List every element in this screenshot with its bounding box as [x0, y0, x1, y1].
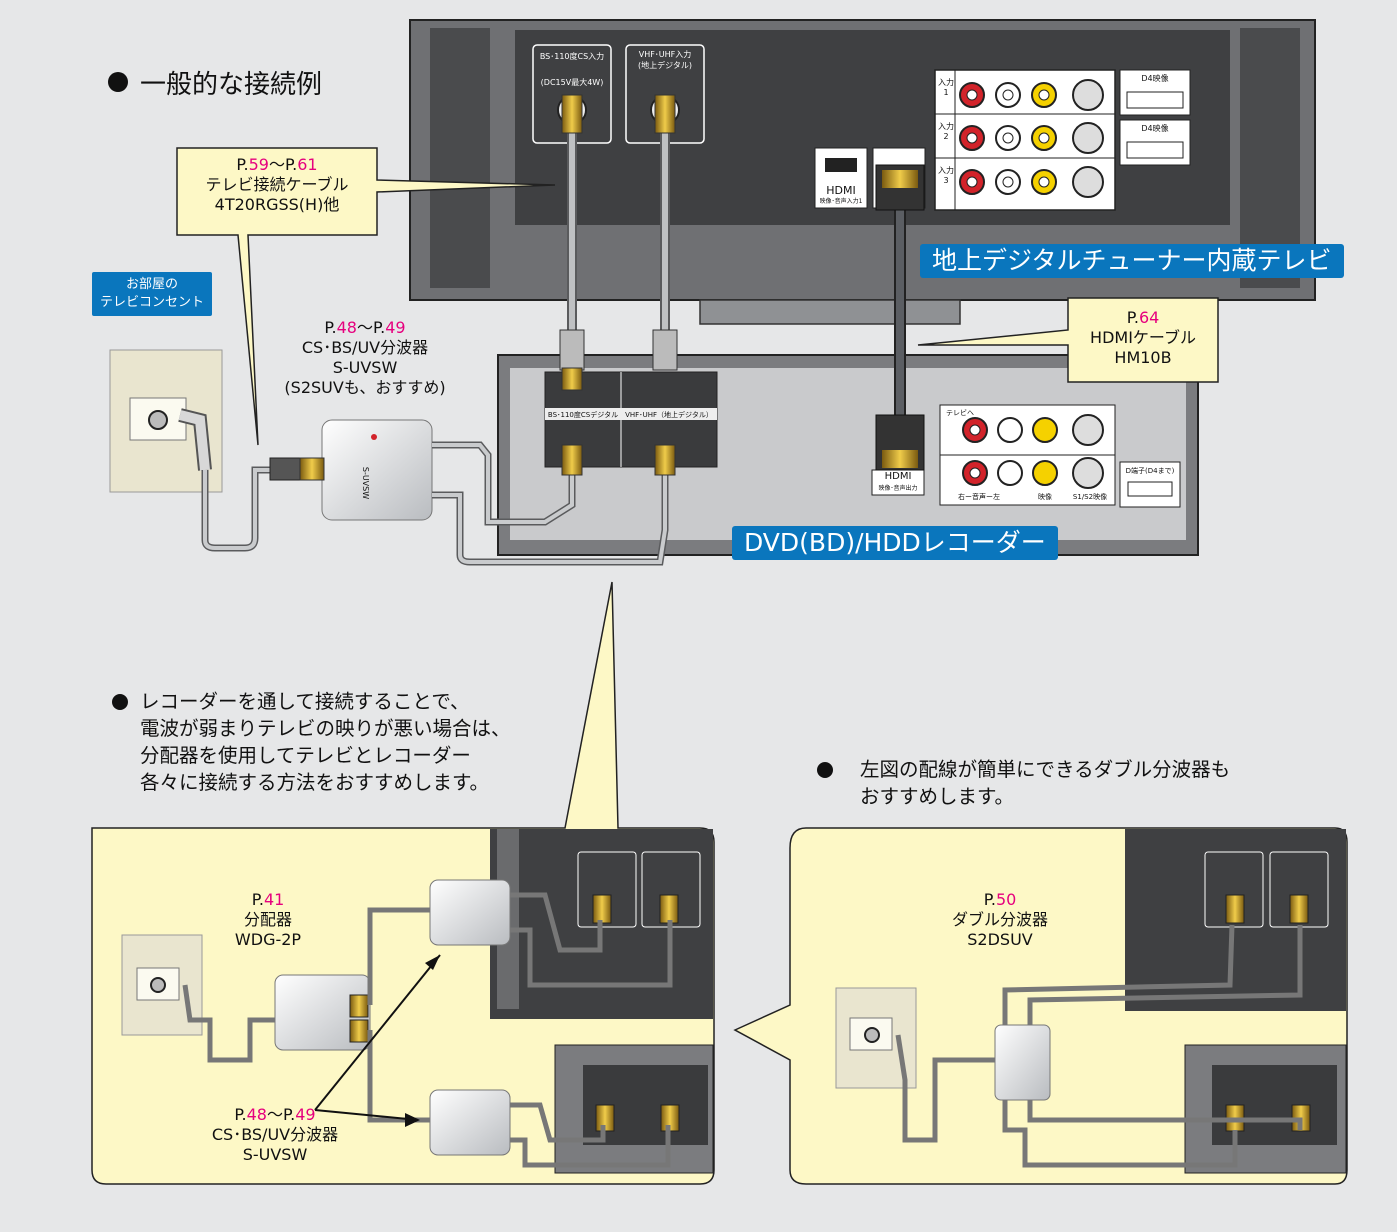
d-terminal-label: D端子(D4まで) [1125, 467, 1175, 475]
page-prefix: P. [236, 155, 249, 174]
page-number: 59 [248, 155, 269, 174]
recorder-body [497, 354, 1199, 556]
recorder-label: DVD(BD)/HDDレコーダー [732, 526, 1058, 560]
page-number: 50 [995, 890, 1017, 909]
note-right: 左図の配線が簡単にできるダブル分波器も おすすめします。 [860, 758, 1231, 808]
page-number: 48 [336, 318, 357, 337]
input2-label: 入力2 [938, 122, 954, 141]
product-note: (S2SUVも、おすすめ) [284, 378, 446, 397]
page-number: 61 [297, 155, 318, 174]
product-name: ダブル分波器 [951, 910, 1048, 929]
page-number: 48 [246, 1105, 267, 1124]
page-number: 41 [263, 890, 285, 909]
splitter-brand: S-UVSW [361, 466, 370, 500]
d4-label: D4映像 [1141, 74, 1169, 83]
rec-vhf-label: VHF･UHF（地上デジタル） [625, 411, 713, 419]
audio-label: 右ー音声ー左 [958, 493, 1000, 501]
hdmi-label: HDMI [884, 471, 912, 482]
callout-hdmi: P.64 HDMIケーブル HM10B [1068, 308, 1218, 368]
vhf-input-label: VHF･UHF入力 [638, 50, 692, 59]
tv-label: 地上デジタルチューナー内蔵テレビ [920, 244, 1344, 278]
vhf-sub-label: (地上デジタル) [637, 61, 693, 70]
callout-double-splitter: P.50 ダブル分波器 S2DSUV [925, 890, 1075, 950]
page-number: 64 [1138, 308, 1160, 327]
note-left: レコーダーを通して接続することで、 電波が弱まりテレビの映りが悪い場合は、 分配… [140, 690, 511, 794]
page-heading: 一般的な接続例 [140, 70, 323, 100]
product-name: テレビ接続ケーブル [205, 175, 349, 194]
page-number: 49 [385, 318, 406, 337]
input3-label: 入力3 [938, 166, 954, 185]
callout-distributor: P.41 分配器 WDG-2P [218, 890, 318, 950]
product-name: CS･BS/UV分波器 [211, 1125, 339, 1144]
to-tv-label: テレビへ [946, 409, 974, 417]
product-model: S-UVSW [242, 1145, 308, 1164]
rec-bs-label: BS･110度CSデジタル [547, 411, 619, 419]
product-model: WDG-2P [234, 930, 302, 949]
product-name: CS･BS/UV分波器 [301, 338, 429, 357]
outlet-label: お部屋の テレビコンセント [92, 272, 213, 316]
hdmi-label: HDMI [826, 184, 856, 197]
product-model: S-UVSW [332, 358, 398, 377]
product-name: HDMIケーブル [1090, 328, 1196, 347]
hdmi-sub-label: 映像･音声入力1 [819, 198, 863, 205]
page-number: 49 [295, 1105, 316, 1124]
callout-splitter-2: P.48〜P.49 CS･BS/UV分波器 S-UVSW [175, 1105, 375, 1165]
splitter-s-uvsw [321, 419, 433, 521]
hdmi-sub-label: 映像･音声出力 [878, 485, 918, 492]
s-video-label: S1/S2映像 [1072, 493, 1108, 501]
product-model: S2DSUV [967, 930, 1033, 949]
callout-tv-cable: P.59〜P.61 テレビ接続ケーブル 4T20RGSS(H)他 [177, 155, 377, 215]
d4-label: D4映像 [1141, 124, 1169, 133]
callout-splitter: P.48〜P.49 CS･BS/UV分波器 S-UVSW (S2SUVも、おすす… [265, 318, 465, 398]
dc-label: (DC15V最大4W) [540, 78, 604, 87]
video-label: 映像 [1038, 493, 1052, 501]
product-model: 4T20RGSS(H)他 [214, 195, 340, 214]
product-name: 分配器 [243, 910, 292, 929]
product-model: HM10B [1114, 348, 1172, 367]
input1-label: 入力1 [938, 78, 954, 97]
bs-input-label: BS･110度CS入力 [539, 52, 605, 61]
